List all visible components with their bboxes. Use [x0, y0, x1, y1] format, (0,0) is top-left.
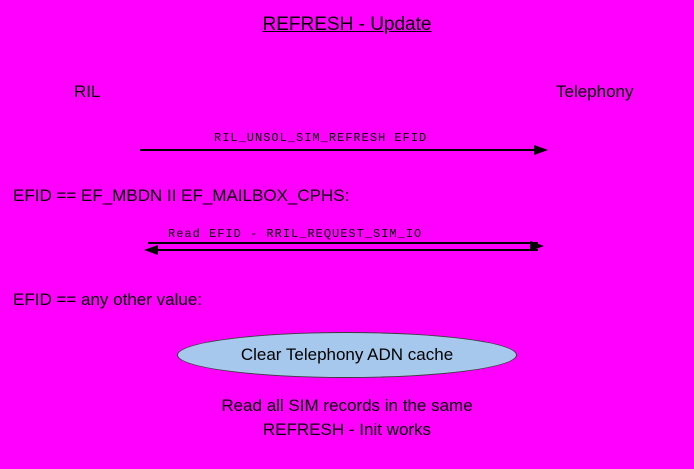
clear-cache-bubble: Clear Telephony ADN cache [177, 332, 517, 378]
read-arrow-line-bottom [148, 249, 538, 251]
footer-note: Read all SIM records in the same REFRESH… [0, 394, 694, 442]
arrowhead-right-icon [530, 241, 544, 251]
arrowhead-left-icon [144, 245, 158, 255]
footer-note-line1: Read all SIM records in the same [221, 396, 473, 415]
refresh-message-label: RIL_UNSOL_SIM_REFRESH EFID [214, 131, 428, 145]
diagram-title: REFRESH - Update [262, 14, 432, 35]
read-message-label: Read EFID - RRIL_REQUEST_SIM_IO [168, 227, 423, 241]
actor-ril-label: RIL [74, 82, 101, 101]
condition-mailbox-case: EFID == EF_MBDN II EF_MAILBOX_CPHS: [13, 186, 350, 205]
actor-telephony-label: Telephony [556, 82, 634, 101]
refresh-arrow-line [140, 149, 538, 151]
clear-cache-bubble-label: Clear Telephony ADN cache [240, 345, 454, 364]
read-arrow-line-top [148, 242, 538, 244]
arrowhead-right-icon [534, 145, 548, 155]
footer-note-line2: REFRESH - Init works [262, 420, 432, 439]
condition-other-case: EFID == any other value: [13, 290, 202, 309]
